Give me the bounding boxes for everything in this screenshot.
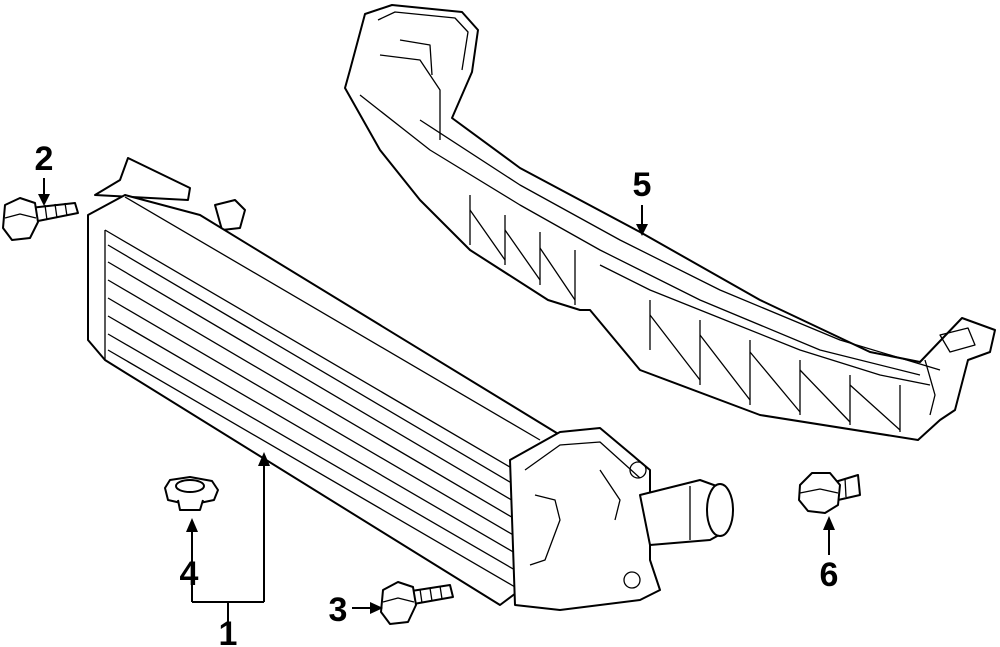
support-bracket bbox=[344, 4, 996, 441]
callout-5: 5 bbox=[633, 166, 652, 204]
callout-1: 1 bbox=[219, 615, 238, 647]
callout-2: 2 bbox=[35, 140, 54, 178]
callout-4: 4 bbox=[180, 555, 199, 593]
intercooler bbox=[87, 157, 734, 611]
bolt-bottom bbox=[380, 581, 454, 625]
callout-6: 6 bbox=[820, 556, 839, 594]
grommet bbox=[164, 476, 219, 511]
bolt-right bbox=[798, 472, 861, 514]
leader-lines bbox=[38, 178, 835, 628]
callout-3: 3 bbox=[329, 591, 348, 629]
bolt-top-left bbox=[2, 197, 79, 241]
